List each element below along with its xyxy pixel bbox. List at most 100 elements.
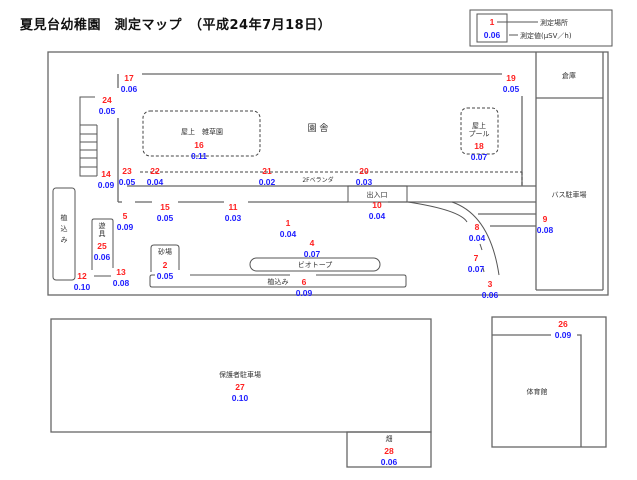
left-planting-label-3: み xyxy=(61,236,68,244)
point-number: 10 xyxy=(372,200,382,210)
biotope-outline xyxy=(249,257,381,272)
point-number: 1 xyxy=(286,218,291,228)
field-label: 畑 xyxy=(386,435,393,443)
point-number: 11 xyxy=(229,202,238,212)
point-value: 0.09 xyxy=(555,330,572,340)
field-outline xyxy=(346,431,432,468)
point-number: 24 xyxy=(102,95,112,105)
measurement-point: 60.09 xyxy=(296,277,313,298)
point-value: 0.09 xyxy=(98,180,115,190)
point-value: 0.02 xyxy=(259,177,276,187)
point-value: 0.10 xyxy=(232,393,249,403)
measurement-point: 40.07 xyxy=(304,238,321,259)
driveway-curve xyxy=(407,201,468,223)
point-value: 0.06 xyxy=(94,252,111,262)
measurement-point: 210.02 xyxy=(259,166,276,187)
point-number: 25 xyxy=(97,241,107,251)
rooftop-garden-label: 屋上 雑草園 xyxy=(181,127,223,136)
point-value: 0.07 xyxy=(304,249,321,259)
point-value: 0.11 xyxy=(191,151,207,161)
point-value: 0.05 xyxy=(157,271,174,281)
point-value: 0.04 xyxy=(369,211,386,221)
measurement-point: 170.06 xyxy=(121,73,138,94)
measurement-point: 280.06 xyxy=(381,446,398,467)
point-value: 0.03 xyxy=(356,177,373,187)
legend-sample-number: 1 xyxy=(490,17,495,27)
measurement-point: 80.04 xyxy=(469,222,486,243)
site-boundary xyxy=(47,51,609,296)
sandbox-label: 砂場 xyxy=(158,247,172,256)
left-planting-label-2: 込 xyxy=(61,224,68,233)
entrance-box xyxy=(347,185,408,203)
path-mark xyxy=(482,267,485,273)
measurement-point: 160.11 xyxy=(191,140,207,161)
measurement-point: 100.04 xyxy=(369,200,386,221)
point-value: 0.05 xyxy=(503,84,520,94)
point-value: 0.05 xyxy=(119,177,136,187)
point-value: 0.06 xyxy=(482,290,499,300)
sandbox-outline xyxy=(150,244,180,272)
equipment-label-2: 具 xyxy=(99,230,106,238)
bottom-planting-label: 植込み xyxy=(268,277,289,286)
gymnasium-label: 体育館 xyxy=(527,387,548,396)
entrance-label: 出入口 xyxy=(367,190,388,199)
rooftop-pool-outline xyxy=(460,107,499,155)
equipment-label-1: 遊 xyxy=(99,221,106,230)
measurement-point: 230.05 xyxy=(119,166,136,187)
legend-sample-value: 0.06 xyxy=(484,30,501,40)
measurement-point: 130.08 xyxy=(113,267,130,288)
measurement-point: 270.10 xyxy=(232,382,249,403)
point-value: 0.10 xyxy=(74,282,91,292)
point-number: 6 xyxy=(302,277,307,287)
point-number: 21 xyxy=(262,166,272,176)
point-number: 23 xyxy=(122,166,132,176)
measurement-point: 120.10 xyxy=(74,271,91,292)
point-value: 0.09 xyxy=(117,222,134,232)
balcony-label: 2Fベランダ xyxy=(302,176,333,184)
measurement-point: 90.08 xyxy=(537,214,554,235)
point-value: 0.08 xyxy=(537,225,554,235)
point-value: 0.04 xyxy=(280,229,297,239)
point-number: 16 xyxy=(194,140,204,150)
point-value: 0.08 xyxy=(113,278,130,288)
storehouse-label: 倉庫 xyxy=(562,71,576,80)
point-value: 0.07 xyxy=(471,152,488,162)
guardian-parking-outline xyxy=(50,318,432,433)
measurement-point: 150.05 xyxy=(157,202,174,223)
measurement-point: 260.09 xyxy=(555,319,572,340)
legend-frame xyxy=(469,9,613,47)
measurement-point: 50.09 xyxy=(117,211,134,232)
point-value: 0.06 xyxy=(381,457,398,467)
gym-site-outline xyxy=(491,316,607,448)
point-value: 0.05 xyxy=(99,106,116,116)
bottom-planting-outline xyxy=(149,274,407,288)
left-planting-outline xyxy=(52,187,76,281)
point-number: 15 xyxy=(160,202,170,212)
point-number: 8 xyxy=(475,222,480,232)
map-title: 夏見台幼稚園 測定マップ （平成24年7月18日） xyxy=(20,18,332,33)
measurement-point: 250.06 xyxy=(94,241,111,262)
legend-number-label: 測定場所 xyxy=(540,18,568,27)
point-number: 22 xyxy=(150,166,160,176)
point-value: 0.07 xyxy=(468,264,485,274)
measurement-point: 200.03 xyxy=(356,166,373,187)
point-number: 4 xyxy=(310,238,315,248)
stairs xyxy=(79,96,98,177)
left-planting-label-1: 植 xyxy=(61,213,68,222)
point-number: 5 xyxy=(123,211,128,221)
point-number: 19 xyxy=(506,73,516,83)
measurement-point: 30.06 xyxy=(482,279,499,300)
legend-sample-box xyxy=(476,13,508,43)
point-number: 18 xyxy=(474,141,484,151)
point-number: 27 xyxy=(235,382,245,392)
point-value: 0.03 xyxy=(225,213,242,223)
playground-equipment-outline xyxy=(91,218,114,270)
point-number: 17 xyxy=(124,73,134,83)
measurement-point: 220.04 xyxy=(147,166,164,187)
main-building-label: 園 舎 xyxy=(308,123,329,134)
measurement-point: 140.09 xyxy=(98,169,115,190)
rooftop-pool-label-1: 屋上 xyxy=(472,121,486,130)
gym-wall xyxy=(577,334,582,447)
measurement-point: 70.07 xyxy=(468,253,485,274)
